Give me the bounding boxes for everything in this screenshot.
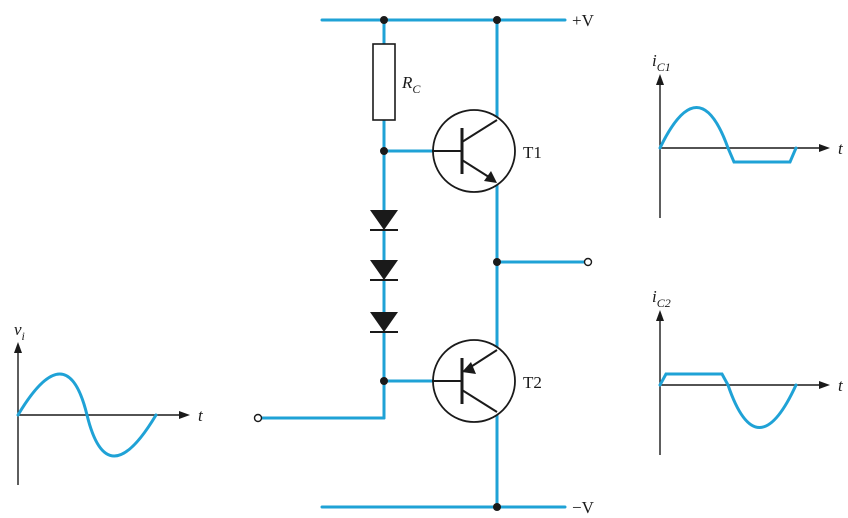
negative-supply-label: −V (572, 498, 595, 517)
positive-supply-label: +V (572, 11, 595, 30)
diode-3 (370, 312, 398, 333)
diode-1 (370, 210, 398, 231)
transistor-t2-pnp (432, 339, 516, 423)
input-terminal (253, 413, 263, 423)
output-terminal (583, 257, 593, 267)
transistor-t2-label: T2 (523, 373, 542, 392)
transistor-t1-npn (432, 109, 516, 193)
ic1-waveform-graph (656, 74, 830, 218)
ic2-wave (658, 372, 798, 429)
junction-dots (380, 16, 501, 511)
input-waveform-graph (14, 342, 190, 485)
ic1-wave (658, 106, 798, 164)
ic2-graph-ylabel: iC2 (652, 287, 671, 310)
input-sine-wave (16, 372, 158, 458)
input-graph-xlabel: t (198, 406, 204, 425)
resistor-rc (372, 43, 396, 121)
ic2-graph-xlabel: t (838, 376, 844, 395)
resistor-label: RC (401, 73, 421, 96)
ic1-graph-ylabel: iC1 (652, 51, 671, 74)
output-branch-wires (495, 18, 586, 509)
transistor-t1-label: T1 (523, 143, 542, 162)
diode-2 (370, 260, 398, 281)
ic2-waveform-graph (656, 310, 830, 455)
ic1-graph-xlabel: t (838, 139, 844, 158)
input-graph-ylabel: vi (14, 320, 25, 343)
